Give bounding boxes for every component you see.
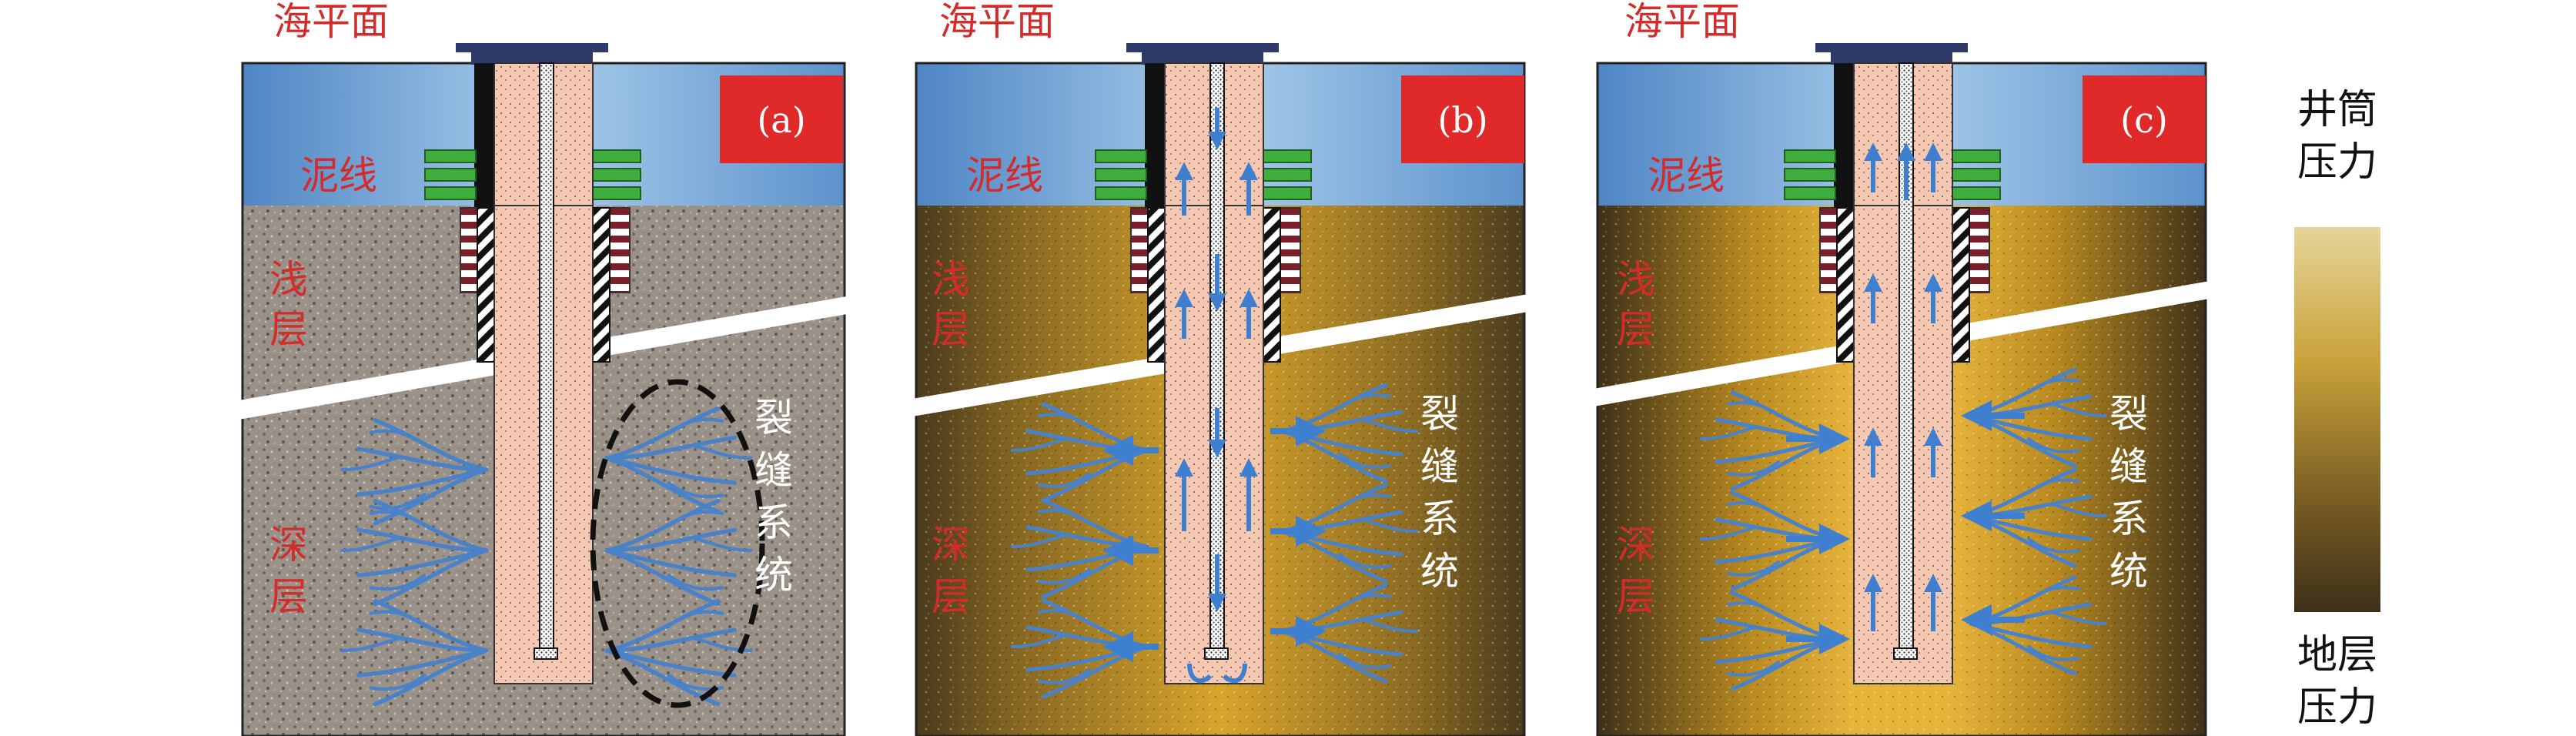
fracture-label-2: 缝 bbox=[1420, 444, 1459, 489]
fracture-label-2: 缝 bbox=[754, 448, 793, 493]
surface-casing-right bbox=[592, 207, 611, 363]
shallow-label-1: 浅 bbox=[1617, 257, 1655, 302]
deep-label-1: 深 bbox=[269, 523, 308, 567]
legend-bottom-label-1: 地层 bbox=[2297, 632, 2377, 678]
panel-badge-bg bbox=[2083, 75, 2206, 163]
mudmat bbox=[424, 149, 641, 200]
legend-color-bar bbox=[2294, 227, 2380, 612]
panel-c: 海平面 bbox=[1594, 0, 2210, 736]
legend-top-label-2: 压力 bbox=[2297, 139, 2377, 186]
wellhead-cap bbox=[471, 52, 593, 65]
panel-badge-bg bbox=[720, 75, 843, 163]
flow-arrows-up bbox=[1864, 142, 1942, 631]
fracture-loss-arrows bbox=[1102, 416, 1326, 662]
panel-badge-b: (b) bbox=[1437, 99, 1487, 141]
fracture-label-1: 裂 bbox=[2109, 392, 2148, 437]
fracture-label-2: 缝 bbox=[2109, 444, 2148, 489]
panel-badge-a: (a) bbox=[757, 99, 805, 141]
pressure-legend: 井筒 压力 地层 压力 bbox=[2294, 87, 2380, 731]
sea-level-label: 海平面 bbox=[1624, 0, 1740, 44]
shallow-label-2: 层 bbox=[269, 307, 308, 352]
surface-casing-right bbox=[1952, 207, 1970, 363]
fracture-label-4: 统 bbox=[2109, 549, 2148, 594]
fracture-label-3: 系 bbox=[754, 500, 793, 545]
fracture-label-4: 统 bbox=[754, 553, 793, 597]
shallow-label-1: 浅 bbox=[932, 257, 970, 302]
mudline-label: 泥线 bbox=[300, 153, 377, 198]
legend-top-label-1: 井筒 bbox=[2297, 87, 2377, 133]
shallow-label-2: 层 bbox=[1617, 307, 1655, 352]
casing-collar-right bbox=[1280, 207, 1301, 293]
fracture-influx-arrows bbox=[1786, 400, 2025, 654]
drill-bit bbox=[1204, 647, 1229, 660]
surface-casing-left bbox=[1836, 207, 1855, 363]
wellhead-cap bbox=[1142, 52, 1263, 65]
fracture-label-1: 裂 bbox=[754, 396, 793, 440]
casing-collar-right bbox=[1969, 207, 1990, 293]
panel-badge-bg bbox=[1401, 75, 1524, 163]
surface-casing-left bbox=[1147, 207, 1166, 363]
drill-string bbox=[539, 62, 554, 649]
bit-return-arrow bbox=[1187, 663, 1247, 684]
shallow-label-1: 浅 bbox=[269, 257, 308, 302]
deep-label-2: 层 bbox=[1617, 574, 1655, 619]
panel-a: 海平面 泥线 浅 层 深 bbox=[239, 0, 847, 736]
shallow-label-2: 层 bbox=[932, 307, 970, 352]
wellhead-cap bbox=[1831, 52, 1952, 65]
sea-level-label: 海平面 bbox=[939, 0, 1055, 44]
drill-bit bbox=[1893, 647, 1918, 660]
mudline-label: 泥线 bbox=[966, 153, 1043, 198]
surface-casing-right bbox=[1263, 207, 1281, 363]
fracture-label-3: 系 bbox=[1420, 497, 1459, 541]
fracture-highlight-ellipse bbox=[590, 379, 765, 708]
surface-casing-left bbox=[477, 207, 495, 363]
casing-collar-right bbox=[609, 207, 631, 293]
panel-badge-c: (c) bbox=[2120, 99, 2168, 141]
wellhead-plate bbox=[1126, 43, 1279, 52]
panel-b: 海平面 bbox=[912, 0, 1528, 736]
deep-label-2: 层 bbox=[932, 574, 970, 619]
fracture-label-1: 裂 bbox=[1420, 392, 1459, 437]
wellhead-plate bbox=[1815, 43, 1968, 52]
mudmat bbox=[1784, 149, 2001, 200]
mudline-label: 泥线 bbox=[1648, 153, 1725, 198]
drill-bit bbox=[534, 647, 558, 660]
deep-label-2: 层 bbox=[269, 574, 308, 619]
fracture-label-4: 统 bbox=[1420, 549, 1459, 594]
legend-bottom-label-2: 压力 bbox=[2297, 684, 2377, 731]
flow-arrows-up bbox=[1175, 162, 1258, 531]
fracture-label-3: 系 bbox=[2109, 497, 2148, 541]
mudmat bbox=[1095, 149, 1312, 200]
wellhead-plate bbox=[456, 43, 608, 52]
deep-label-1: 深 bbox=[932, 523, 970, 567]
deep-label-1: 深 bbox=[1617, 523, 1655, 567]
sea-level-label: 海平面 bbox=[273, 0, 389, 44]
